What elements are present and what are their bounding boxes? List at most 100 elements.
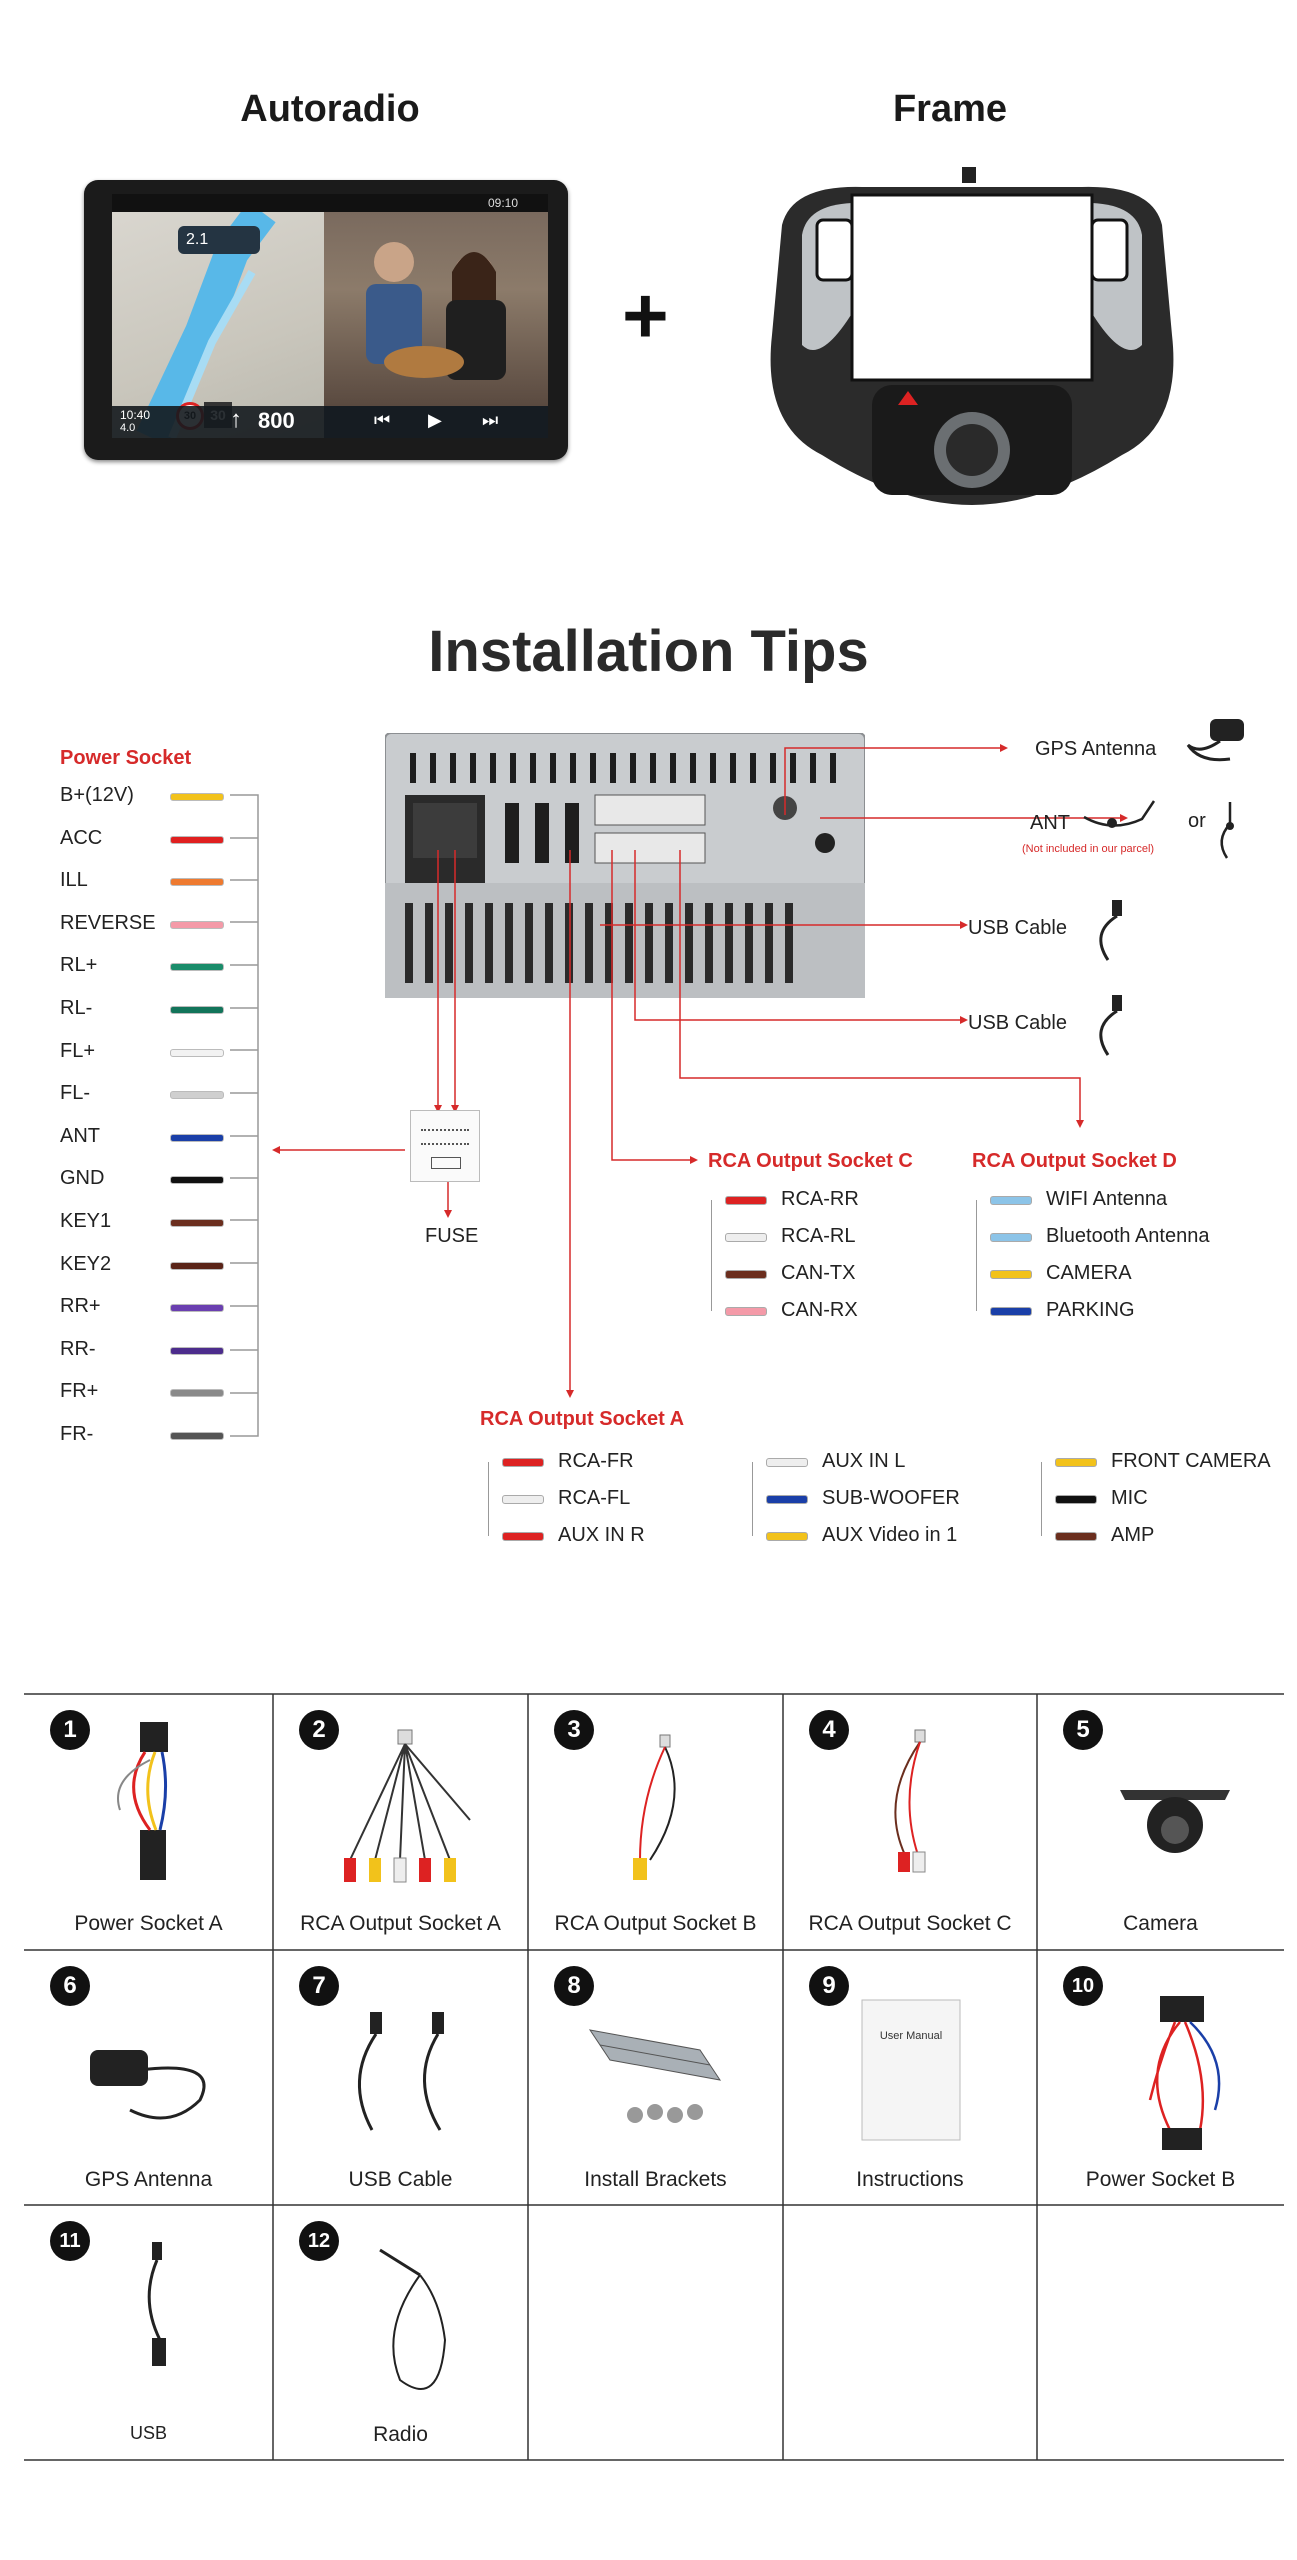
socket-bracket [976, 1200, 987, 1311]
socket-bracket [752, 1462, 763, 1536]
power-wire-color-swatch [170, 920, 224, 929]
accessory-label: USB [129, 2423, 167, 2443]
power-wire-label: REVERSE [60, 911, 156, 934]
power-wire-label: FR+ [60, 1380, 99, 1403]
socket-item-label: WIFI Antenna [1046, 1188, 1168, 1210]
nav-distance: 2.1 [186, 231, 209, 248]
frame-illustration [770, 167, 1174, 505]
installation-title: Installation Tips [428, 619, 869, 684]
map-view: 2.1 30 30 [112, 212, 324, 438]
accessory-number-badge: 3 [554, 1710, 594, 1750]
accessory-label: Radio [373, 2423, 428, 2446]
power-wire-label: GND [60, 1167, 105, 1190]
power-wire-label: FL+ [60, 1039, 96, 1062]
frame-title: Frame [892, 88, 1008, 130]
accessory-label: RCA Output Socket C [808, 1912, 1012, 1935]
accessory-label: Power Socket B [1085, 2168, 1236, 2191]
ant-label: ANT [1030, 812, 1070, 834]
accessory-label: GPS Antenna [84, 2168, 213, 2191]
next-track-icon: ⏭ [482, 410, 499, 430]
accessory-number-badge: 9 [809, 1966, 849, 2006]
power-wire-color-swatch [170, 793, 224, 801]
socket-connector [766, 1495, 808, 1504]
video-people-svg [366, 242, 506, 380]
usb-cable-icon-1 [1099, 900, 1122, 961]
power-socket-b-illustration [1148, 1996, 1221, 2150]
power-wire-color-swatch [170, 963, 224, 972]
usb-cables-illustration [357, 2012, 444, 2131]
accessory-number-badge: 8 [554, 1966, 594, 2006]
power-wire-color-swatch [170, 1219, 224, 1227]
socket-a-heading: RCA Output Socket A [480, 1408, 685, 1430]
power-wire-color-swatch [170, 1048, 224, 1057]
socket-bracket [488, 1462, 499, 1536]
accessory-number-badge: 2 [299, 1710, 339, 1750]
prev-track-icon: ⏮ [374, 410, 391, 430]
ant-alt-icon [1220, 802, 1234, 859]
plus-sign: + [622, 271, 669, 360]
usb-cable-icon-2 [1099, 995, 1122, 1056]
clock: 10:40 [120, 408, 151, 422]
socket-connector [725, 1307, 767, 1316]
socket-item-label: SUB-WOOFER [822, 1487, 960, 1509]
socket-connector [990, 1307, 1032, 1316]
accessory-label: Install Brackets [584, 2168, 727, 2191]
socket-item-label: AUX IN R [558, 1524, 645, 1546]
gps-antenna-label: GPS Antenna [1035, 738, 1157, 760]
socket-item-label: FRONT CAMERA [1111, 1450, 1271, 1472]
or-label: or [1188, 810, 1206, 832]
socket-item-label: RCA-RL [781, 1225, 856, 1247]
power-wire-color-swatch [170, 1176, 224, 1185]
bottom-bar: 10:40 4.0 ↑ 800 ⏮ ▶ ⏭ [112, 406, 548, 438]
socket-connector [990, 1233, 1032, 1242]
accessory-label: RCA Output Socket B [554, 1912, 757, 1935]
socket-connector [990, 1270, 1032, 1279]
power-wire-color-swatch [170, 1006, 224, 1014]
accessory-number-badge: 5 [1063, 1710, 1103, 1750]
turn-arrow-icon: ↑ [230, 406, 242, 433]
autoradio-title: Autoradio [240, 88, 420, 130]
socket-connector [725, 1270, 767, 1279]
play-icon: ▶ [428, 410, 442, 430]
camera-illustration [1120, 1790, 1230, 1853]
power-socket-heading: Power Socket [60, 747, 192, 769]
socket-item-label: Bluetooth Antenna [1046, 1225, 1210, 1247]
socket-connector [1055, 1495, 1097, 1504]
brackets-illustration [588, 2029, 722, 2123]
radio-screen: 09:10 2.1 30 30 10:40 4.0 ↑ 800 ⏮ ▶ ⏭ [112, 194, 548, 438]
rca-b-illustration [633, 1734, 676, 1880]
ant-note: (Not included in our parcel) [1022, 843, 1155, 855]
accessory-number-badge: 11 [50, 2221, 90, 2261]
nav-distance-badge: 2.1 [178, 226, 260, 254]
socket-d-heading: RCA Output Socket D [972, 1150, 1177, 1172]
gps-antenna-icon [1186, 719, 1244, 762]
accessory-label: Camera [1123, 1912, 1198, 1935]
socket-item-label: AMP [1111, 1524, 1155, 1546]
power-wire-label: RR- [60, 1337, 96, 1360]
fuse-box [410, 1110, 480, 1182]
socket-item-label: RCA-FR [558, 1450, 634, 1472]
fuse-label: FUSE [425, 1225, 479, 1247]
socket-connector [502, 1495, 544, 1504]
socket-connector [990, 1196, 1032, 1205]
accessory-label: RCA Output Socket A [300, 1912, 501, 1935]
accessory-number-badge: 12 [299, 2221, 339, 2261]
socket-item-label: MIC [1111, 1487, 1148, 1509]
socket-item-label: AUX IN L [822, 1450, 906, 1472]
usb-cable-label-2: USB Cable [968, 1012, 1067, 1034]
power-wire-color-swatch [170, 1133, 224, 1142]
accessory-number-badge: 4 [809, 1710, 849, 1750]
power-wire-color-swatch [170, 1389, 224, 1398]
power-wire-color-swatch [170, 1432, 224, 1440]
ant-cable-icon [1083, 800, 1156, 828]
socket-connector [725, 1196, 767, 1205]
accessory-number-badge: 1 [50, 1710, 90, 1750]
distance-readout: 800 [258, 408, 295, 433]
usb-illustration [147, 2242, 166, 2366]
accessory-label: USB Cable [348, 2168, 453, 2191]
power-wire-label: RL- [60, 997, 93, 1019]
power-wire-label: KEY2 [60, 1252, 112, 1275]
head-unit-back [385, 733, 865, 998]
accessory-label: Instructions [856, 2168, 964, 2191]
